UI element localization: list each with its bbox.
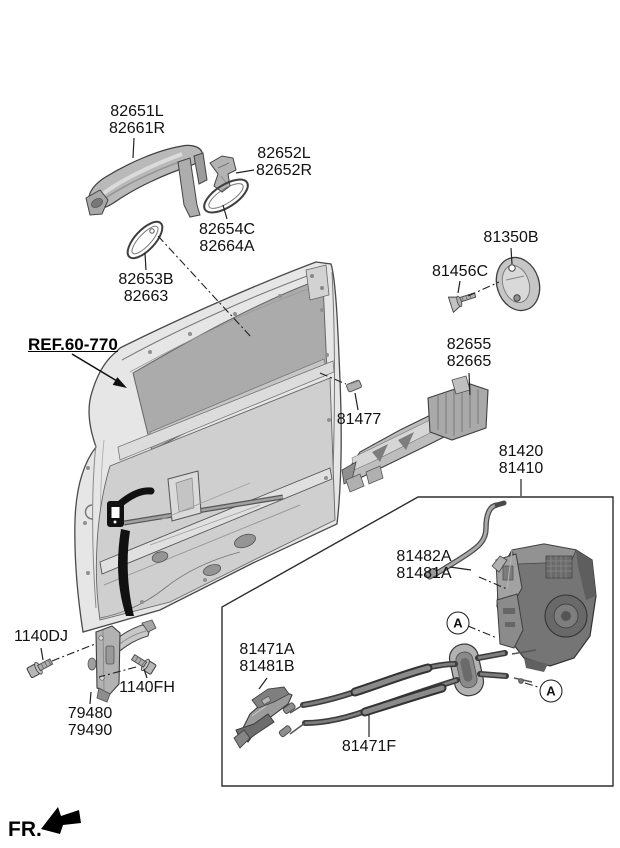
cable-part bbox=[278, 649, 537, 738]
callout-pad-outer: 82654C 82664A bbox=[199, 221, 255, 255]
pad-inner-part bbox=[126, 220, 164, 260]
bolt-front-part bbox=[26, 658, 54, 679]
cable-grommet-part bbox=[448, 643, 485, 697]
assembly-dash-lines bbox=[51, 235, 542, 689]
callout-door-checker: 79480 79490 bbox=[68, 705, 113, 739]
callout-cylinder-cover: 81350B bbox=[483, 229, 538, 246]
part-code: 81410 bbox=[498, 460, 544, 477]
part-code: 82665 bbox=[446, 353, 492, 370]
detail-box-outline bbox=[221, 496, 614, 787]
callout-cable: 81471F bbox=[342, 738, 396, 755]
fr-label: FR. bbox=[8, 818, 42, 841]
ref-arrow bbox=[71, 353, 127, 388]
part-code: 81481B bbox=[239, 658, 295, 675]
part-code: 1140DJ bbox=[14, 628, 68, 645]
part-code: 82651L bbox=[110, 103, 164, 120]
callout-bolt-front: 1140DJ bbox=[14, 628, 68, 645]
door-checker-part bbox=[87, 619, 157, 703]
handle-base-part bbox=[341, 375, 489, 493]
part-code: 81420 bbox=[498, 443, 544, 460]
ref-label: REF.60-770 bbox=[28, 335, 118, 354]
part-code: 82663 bbox=[123, 288, 169, 305]
pad-outer-part bbox=[203, 178, 249, 214]
part-code: 79490 bbox=[67, 722, 113, 739]
detail-marker-a1: A bbox=[446, 611, 470, 635]
part-code: 1140FH bbox=[119, 679, 175, 696]
part-code: 82664A bbox=[199, 238, 255, 255]
lock-rod-part bbox=[425, 500, 507, 580]
part-code: 81481A bbox=[396, 565, 452, 582]
part-code: 81482A bbox=[396, 548, 452, 565]
leader-lines bbox=[40, 137, 522, 737]
callout-screw: 81456C bbox=[432, 263, 488, 280]
inside-handle-bracket-part bbox=[233, 686, 293, 749]
detail-marker-a2: A bbox=[539, 679, 563, 703]
part-code: 82661R bbox=[108, 120, 166, 137]
cylinder-cover-part bbox=[495, 256, 541, 312]
part-code: 82654C bbox=[198, 221, 256, 238]
part-code: 82655 bbox=[446, 336, 492, 353]
latch-assembly-part bbox=[491, 543, 597, 672]
callout-rod: 81482A 81481A bbox=[396, 548, 451, 582]
part-code: 82652L bbox=[257, 145, 311, 162]
part-code: 81477 bbox=[336, 411, 382, 428]
handle-cover-part bbox=[209, 155, 237, 193]
part-code: 82653B bbox=[118, 271, 174, 288]
part-code: 81471A bbox=[239, 641, 295, 658]
callout-latch: 81420 81410 bbox=[499, 443, 544, 477]
callout-handle-base: 82655 82665 bbox=[447, 336, 492, 370]
part-code: 82652R bbox=[255, 162, 313, 179]
callout-outside-handle: 82651L 82661R bbox=[109, 103, 165, 137]
door-panel-illustration bbox=[74, 261, 342, 633]
part-code: 79480 bbox=[67, 705, 113, 722]
callout-plug: 81477 bbox=[337, 411, 382, 428]
part-code: 81471F bbox=[341, 738, 397, 755]
callout-bolt-rear: 1140FH bbox=[119, 679, 175, 696]
fr-arrow-icon bbox=[41, 807, 81, 834]
part-code: 81350B bbox=[483, 229, 539, 246]
callout-inside-handle: 81471A 81481B bbox=[239, 641, 294, 675]
outside-handle-part bbox=[85, 144, 208, 218]
plug-part bbox=[346, 379, 362, 393]
bolt-rear-part bbox=[130, 654, 157, 675]
callout-handle-cover: 82652L 82652R bbox=[256, 145, 312, 179]
callout-pad-inner: 82653B 82663 bbox=[118, 271, 173, 305]
checker-mount-marker bbox=[107, 487, 155, 616]
part-code: 81456C bbox=[431, 263, 489, 280]
screw-part bbox=[447, 292, 477, 314]
